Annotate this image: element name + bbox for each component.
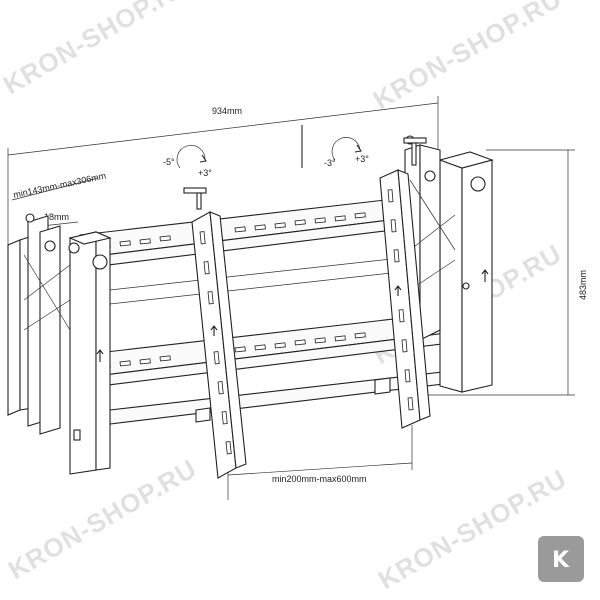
tilt-right: -3° +3° (324, 137, 369, 168)
depth-dimension-line (11, 177, 99, 201)
vesa-dimension-line (227, 462, 413, 476)
left-wall-bracket (7, 213, 71, 435)
watermark-text: KRON-SHOP.RU (3, 453, 202, 585)
tilt-left: -5° +3° (163, 145, 212, 178)
width-label: 934mm (212, 106, 242, 116)
depth-label: min143mm-max306mm (12, 171, 107, 200)
right-vesa-plate (379, 137, 431, 429)
watermark-text: KRON-SHOP.RU (0, 0, 197, 100)
kron-logo-badge: K (538, 536, 584, 582)
right-column (438, 151, 494, 393)
watermark-text: KRON-SHOP.RU (368, 0, 567, 115)
tilt-right-plus: +3° (355, 154, 369, 164)
frame-feet (195, 377, 391, 423)
width-dimension-line (7, 102, 439, 156)
mounting-rails (79, 191, 461, 425)
rail-slots-top (99, 212, 366, 249)
left-column (68, 231, 112, 475)
height-label: 483mm (578, 270, 588, 300)
tilt-left-plus: +3° (198, 168, 212, 178)
logo-badge-bg (538, 536, 584, 582)
vesa-label: min200mm-max600mm (272, 474, 367, 484)
offset-label: 18mm (44, 212, 69, 222)
logo-letter: K (552, 548, 570, 573)
left-vesa-plate (183, 187, 247, 479)
mount-drawing (7, 135, 494, 479)
tilt-left-minus: -5° (163, 157, 175, 167)
tilt-right-minus: -3° (324, 158, 336, 168)
